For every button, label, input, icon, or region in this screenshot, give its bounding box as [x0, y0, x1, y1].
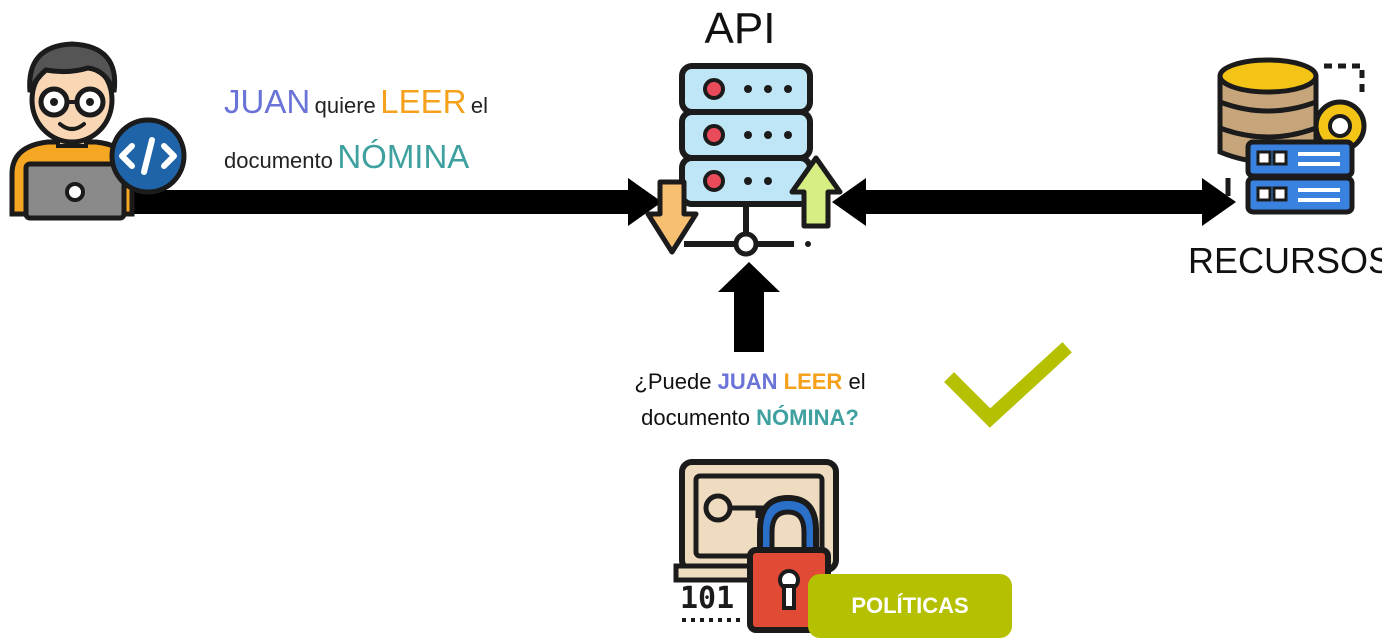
policy-code-text: 101	[680, 581, 734, 616]
request-verb: quiere	[314, 93, 376, 118]
server-icon	[645, 63, 843, 257]
request-action: LEER	[380, 83, 467, 120]
request-object-prefix: documento	[224, 148, 333, 173]
resources-arrow-shaft	[864, 190, 1204, 214]
question-object-prefix: documento	[641, 405, 751, 430]
gear-icon	[1313, 99, 1367, 153]
question-subject: JUAN	[717, 369, 778, 394]
policy-question: ¿Puede JUAN LEER el documento NÓMINA?	[560, 364, 940, 436]
policy-arrow-shaft	[734, 290, 764, 352]
request-arrow-head	[628, 178, 662, 226]
request-subject: JUAN	[224, 83, 311, 120]
resources-arrow-head-left	[832, 178, 866, 226]
request-article: el	[470, 93, 489, 118]
question-object: NÓMINA?	[756, 405, 859, 430]
question-article: el	[848, 369, 866, 394]
request-object: NÓMINA	[337, 138, 470, 175]
request-arrow-shaft	[120, 190, 630, 214]
checkmark-icon	[944, 342, 1072, 428]
developer-user-icon	[9, 41, 135, 221]
policy-arrow-head	[718, 262, 780, 292]
question-prefix: ¿Puede	[634, 369, 712, 394]
request-text: JUAN quiere LEER el documento NÓMINA	[224, 78, 554, 188]
policies-badge: POLÍTICAS	[808, 574, 1012, 638]
api-label: API	[704, 4, 776, 53]
code-icon	[109, 117, 187, 195]
resources-label: RECURSOS	[1188, 240, 1382, 281]
question-action: LEER	[783, 369, 843, 394]
resources-arrow-head-right	[1202, 178, 1236, 226]
database-resources-icon	[1217, 57, 1367, 215]
